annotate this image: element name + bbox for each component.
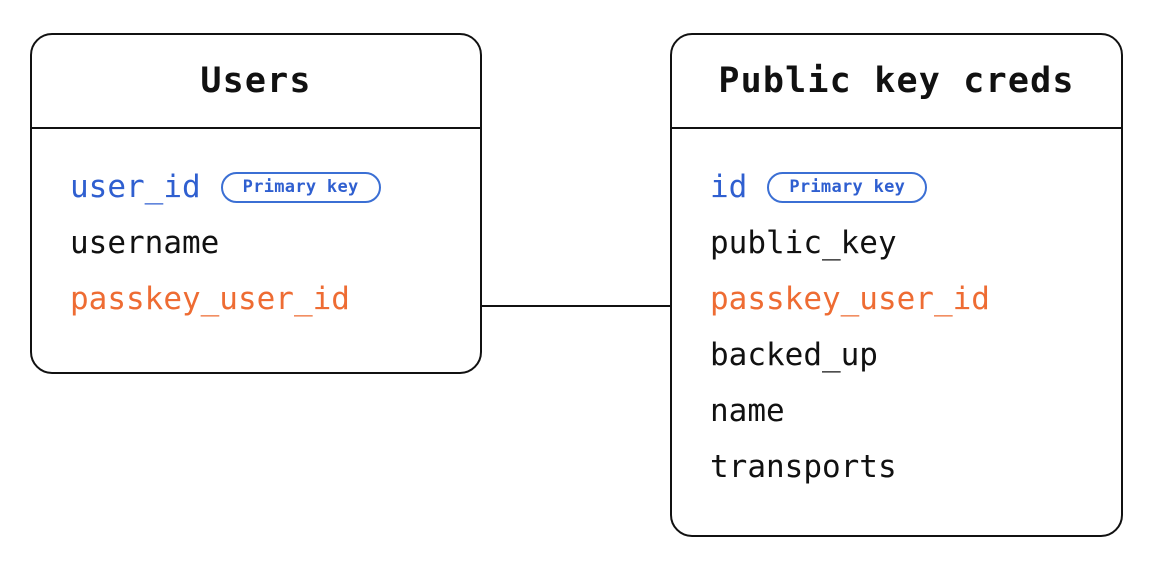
field-row[interactable]: user_id Primary key: [32, 159, 480, 215]
entity-public-key-creds-fields: id Primary key public_key passkey_user_i…: [672, 129, 1121, 495]
field-name-user-id: user_id: [70, 168, 201, 205]
field-row[interactable]: backed_up: [672, 327, 1121, 383]
field-name-public-key: public_key: [710, 224, 897, 261]
field-name-username: username: [70, 224, 220, 261]
field-name-backed-up: backed_up: [710, 336, 878, 373]
field-name-id: id: [710, 168, 748, 205]
primary-key-badge: Primary key: [220, 171, 381, 203]
field-row[interactable]: passkey_user_id: [672, 271, 1121, 327]
field-name-passkey-user-id: passkey_user_id: [70, 280, 350, 317]
entity-public-key-creds-header: Public key creds: [672, 35, 1121, 129]
field-name-transports: transports: [710, 448, 897, 485]
entity-public-key-creds-title: Public key creds: [718, 60, 1075, 101]
field-name-passkey-user-id: passkey_user_id: [710, 280, 990, 317]
entity-public-key-creds[interactable]: Public key creds id Primary key public_k…: [670, 33, 1123, 537]
relationship-connector-line: [480, 305, 672, 307]
primary-key-badge: Primary key: [767, 171, 928, 203]
primary-key-badge-label: Primary key: [242, 176, 359, 197]
entity-users-header: Users: [32, 35, 480, 129]
entity-users[interactable]: Users user_id Primary key username passk…: [30, 33, 482, 374]
entity-users-fields: user_id Primary key username passkey_use…: [32, 129, 480, 327]
entity-users-title: Users: [200, 60, 312, 101]
field-row[interactable]: transports: [672, 439, 1121, 495]
field-row[interactable]: public_key: [672, 215, 1121, 271]
field-row[interactable]: id Primary key: [672, 159, 1121, 215]
field-row[interactable]: name: [672, 383, 1121, 439]
field-row[interactable]: username: [32, 215, 480, 271]
field-name-name: name: [710, 392, 785, 429]
field-row[interactable]: passkey_user_id: [32, 271, 480, 327]
primary-key-badge-label: Primary key: [789, 176, 906, 197]
